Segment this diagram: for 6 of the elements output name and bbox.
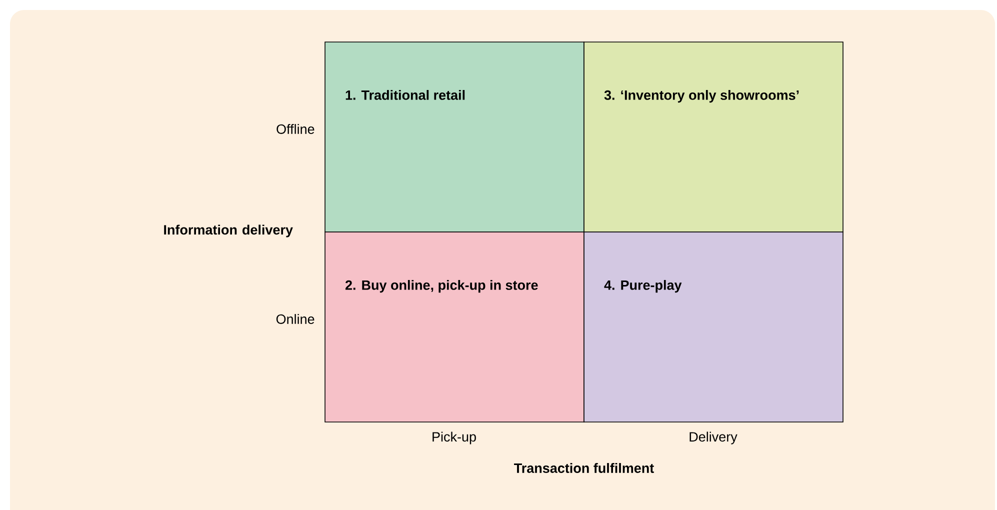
axis-title: Information delivery [164, 224, 293, 238]
quadrant-box: 1. Traditional retail [324, 42, 584, 232]
quadrant-box: 2. Buy online, pick-up in store [324, 232, 584, 422]
quadrant-box: 3. ‘Inventory only showrooms’ [584, 42, 844, 232]
axis-title: Transaction fulfilment [514, 463, 654, 473]
quadrant-box: 4. Pure-play [584, 232, 844, 422]
